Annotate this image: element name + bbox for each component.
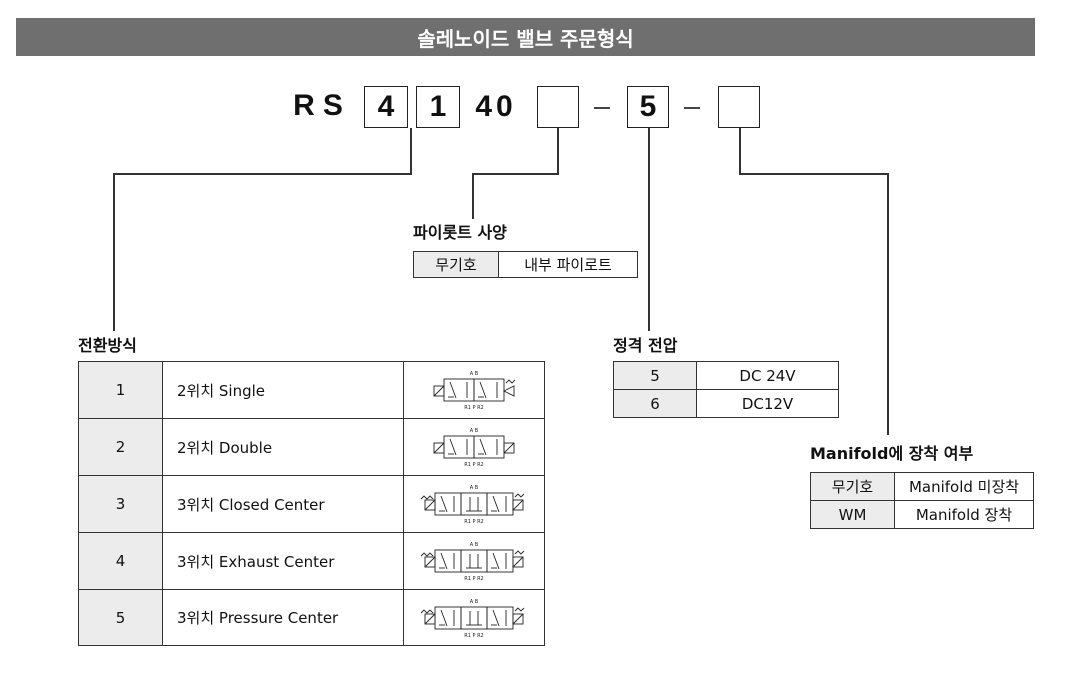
pilot-title: 파이롯트 사양	[413, 223, 507, 242]
switching-symbol-cell: A B R1 P R2	[403, 475, 545, 533]
table-row: 6 DC12V	[613, 389, 839, 418]
connector-line	[887, 173, 889, 435]
switching-desc-cell: 3위치 Pressure Center	[162, 589, 404, 646]
svg-text:A B: A B	[470, 599, 479, 605]
connector-line	[557, 128, 559, 174]
switching-desc-cell: 2위치 Single	[162, 361, 404, 419]
voltage-code-cell: 6	[613, 389, 697, 418]
svg-text:A B: A B	[470, 485, 479, 491]
connector-line	[739, 128, 741, 174]
switching-symbol-cell: A B R1 P R2	[403, 532, 545, 590]
switching-code-cell: 2	[78, 418, 163, 476]
svg-text:R1 P R2: R1 P R2	[464, 519, 484, 525]
switching-desc-cell: 3위치 Closed Center	[162, 475, 404, 533]
code-slot-manifold	[718, 86, 760, 128]
switching-code-cell: 4	[78, 532, 163, 590]
switching-symbol-cell: A B R1 P R2	[403, 418, 545, 476]
valve-2pos-single-icon: A B R1 P R2	[404, 367, 544, 413]
pilot-table: 무기호 내부 파이로트	[413, 251, 638, 278]
code-separator	[684, 107, 700, 109]
manifold-title: Manifold에 장착 여부	[810, 444, 974, 463]
svg-text:A B: A B	[470, 542, 479, 548]
svg-text:R1 P R2: R1 P R2	[464, 462, 484, 468]
code-digit-2: 1	[416, 86, 460, 128]
connector-line	[472, 173, 474, 219]
table-row: 무기호 내부 파이로트	[413, 251, 638, 278]
switching-code-cell: 1	[78, 361, 163, 419]
connector-line	[739, 173, 888, 175]
manifold-code-cell: 무기호	[810, 472, 895, 501]
pilot-desc-cell: 내부 파이로트	[498, 251, 638, 278]
valve-3pos-pressure-icon: A B R1 P R2	[404, 595, 544, 641]
valve-2pos-double-icon: A B R1 P R2	[433, 428, 515, 468]
table-row: 무기호 Manifold 미장착	[810, 472, 1034, 501]
valve-3pos-exhaust-icon: A B R1 P R2	[404, 538, 544, 584]
svg-text:A B: A B	[470, 371, 479, 377]
connector-line	[113, 173, 115, 331]
manifold-code-cell: WM	[810, 500, 895, 529]
table-row: WM Manifold 장착	[810, 500, 1034, 529]
code-series: 40	[475, 90, 517, 123]
connector-line	[113, 173, 412, 175]
svg-text:R1 P R2: R1 P R2	[464, 405, 484, 411]
svg-text:R1 P R2: R1 P R2	[464, 633, 484, 639]
table-row: 5 DC 24V	[613, 361, 839, 390]
switching-desc-cell: 3위치 Exhaust Center	[162, 532, 404, 590]
code-digit-switching: 4	[364, 86, 408, 128]
voltage-table: 5 DC 24V 6 DC12V	[613, 361, 839, 418]
manifold-table: 무기호 Manifold 미장착 WM Manifold 장착	[810, 472, 1034, 529]
manifold-desc-cell: Manifold 장착	[894, 500, 1034, 529]
svg-text:R1 P R2: R1 P R2	[464, 576, 484, 582]
valve-2pos-double-icon: A B R1 P R2	[404, 424, 544, 470]
valve-3pos-closed-icon: A B R1 P R2	[420, 485, 525, 525]
voltage-desc-cell: DC 24V	[696, 361, 839, 390]
valve-3pos-pressure-icon: A B R1 P R2	[420, 599, 525, 639]
code-slot-pilot	[537, 86, 579, 128]
code-separator	[594, 107, 610, 109]
connector-line	[648, 128, 650, 331]
connector-line	[472, 173, 559, 175]
svg-text:A B: A B	[470, 428, 479, 434]
connector-line	[410, 128, 412, 174]
manifold-desc-cell: Manifold 미장착	[894, 472, 1034, 501]
title-banner: 솔레노이드 밸브 주문형식	[16, 18, 1035, 56]
valve-2pos-single-icon: A B R1 P R2	[433, 371, 516, 411]
code-digit-voltage: 5	[627, 86, 669, 128]
switching-title: 전환방식	[78, 336, 137, 355]
switching-symbol-cell: A B R1 P R2	[403, 589, 545, 646]
voltage-code-cell: 5	[613, 361, 697, 390]
valve-3pos-exhaust-icon: A B R1 P R2	[420, 542, 525, 582]
pilot-code-cell: 무기호	[413, 251, 499, 278]
switching-symbol-cell: A B R1 P R2	[403, 361, 545, 419]
voltage-title: 정격 전압	[613, 336, 678, 355]
switching-code-cell: 3	[78, 475, 163, 533]
switching-desc-cell: 2위치 Double	[162, 418, 404, 476]
valve-3pos-closed-icon: A B R1 P R2	[404, 481, 544, 527]
code-prefix: RS	[293, 89, 351, 122]
voltage-desc-cell: DC12V	[696, 389, 839, 418]
switching-code-cell: 5	[78, 589, 163, 646]
